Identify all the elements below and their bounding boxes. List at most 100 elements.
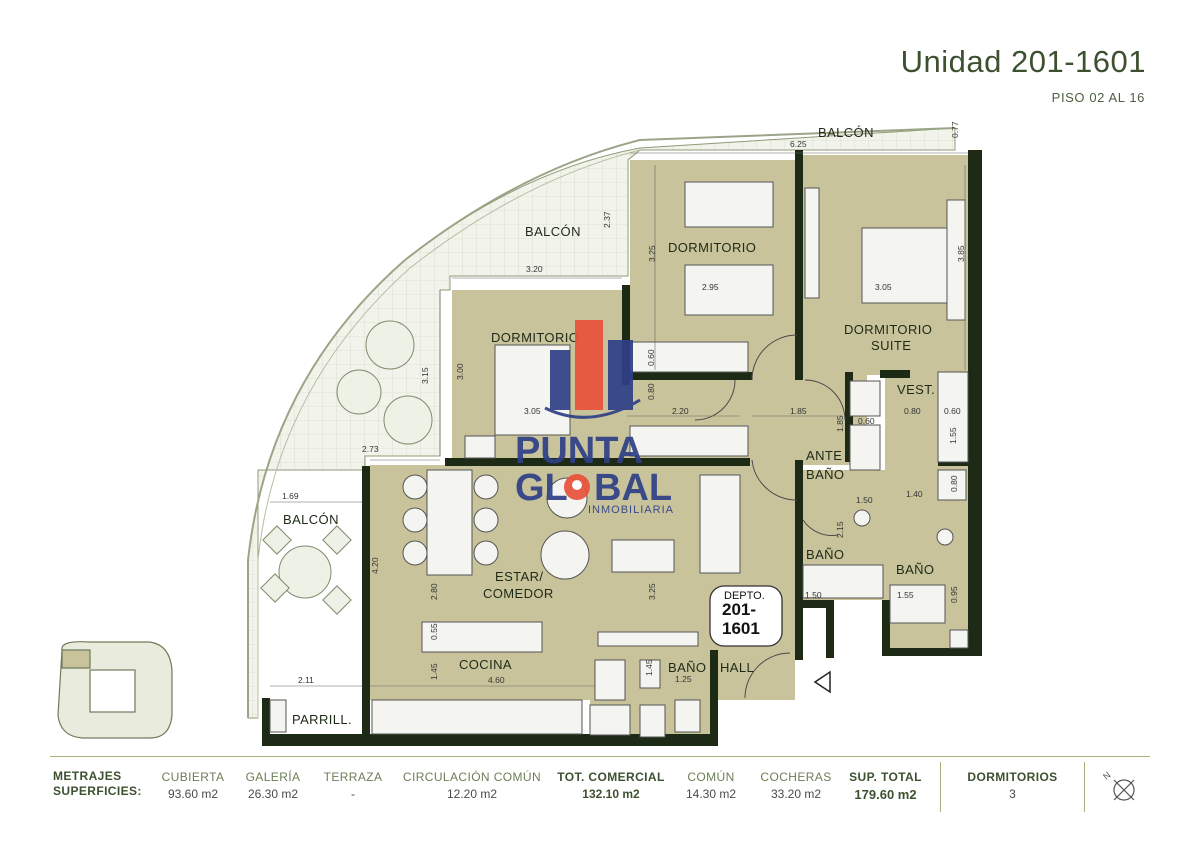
dim-0-80-b: 0.80 [904, 406, 921, 416]
dim-0-60-a: 0.60 [646, 349, 656, 366]
dim-3-15: 3.15 [420, 367, 430, 384]
dim-1-45-a: 1.45 [429, 663, 439, 680]
dim-0-55: 0.55 [429, 623, 439, 640]
footer-col-label: COMÚN [687, 770, 735, 784]
dim-1-85-a: 1.85 [790, 406, 807, 416]
footer-col-value: - [351, 787, 355, 801]
footer-divider [50, 756, 1150, 757]
dim-1-25: 1.25 [675, 674, 692, 684]
floor-plan: BALCÓN BALCÓN BALCÓN DORMITORIO DORMITOR… [57, 121, 982, 746]
north-label: N [1101, 770, 1112, 782]
footer-col-value: 93.60 m2 [167, 787, 219, 801]
label-balcon-top: BALCÓN [818, 125, 874, 140]
footer-col-label: CUBIERTA [161, 770, 225, 784]
dim-1-50-b: 1.50 [805, 590, 822, 600]
walls [262, 150, 982, 746]
dim-2-80: 2.80 [429, 583, 439, 600]
footer-col-sup-total: SUP. TOTAL 179.60 m2 [843, 769, 928, 803]
label-balcon-left: BALCÓN [283, 512, 339, 527]
footer-col-value: 179.60 m2 [854, 787, 917, 802]
label-hall: HALL [720, 660, 754, 675]
footer-col-value: 3 [1009, 787, 1016, 801]
label-dormitorio-suite-2: SUITE [871, 338, 911, 353]
dim-1-55-a: 1.55 [948, 427, 958, 444]
dim-2-15: 2.15 [835, 521, 845, 538]
watermark-line1: PUNTA [515, 430, 643, 472]
label-dormitorio-2: DORMITORIO [491, 330, 579, 345]
footer-separator [1084, 762, 1085, 812]
footer-col-value: 12.20 m2 [446, 787, 498, 801]
balcony-edge-inner [257, 149, 641, 718]
dim-2-73: 2.73 [362, 444, 379, 454]
footer-main-label: METRAJES SUPERFICIES: [53, 769, 142, 799]
footer-col-label: TERRAZA [323, 770, 383, 784]
dim-3-05-a: 3.05 [875, 282, 892, 292]
footer-col-value: 26.30 m2 [247, 787, 299, 801]
dim-0-77: 0.77 [950, 121, 960, 138]
dim-2-20: 2.20 [672, 406, 689, 416]
planters [260, 320, 433, 615]
door-swings [694, 334, 846, 699]
footer-col-label: COCHERAS [760, 770, 832, 784]
footer-col-label: DORMITORIOS [967, 770, 1058, 784]
dim-1-45-b: 1.45 [644, 659, 654, 676]
footer-col-value: 14.30 m2 [685, 787, 737, 801]
dim-3-85: 3.85 [956, 245, 966, 262]
footer-col-cubierta: CUBIERTA 93.60 m2 [158, 769, 228, 803]
footer-col-circulacion: CIRCULACIÓN COMÚN 12.20 m2 [398, 769, 546, 803]
depto-badge: DEPTO. 201- 1601 [709, 585, 783, 647]
dim-1-85-b: 1.85 [835, 415, 845, 432]
north-compass-icon: N [1101, 770, 1135, 801]
dim-3-20: 3.20 [526, 264, 543, 274]
label-balcon-mid: BALCÓN [525, 224, 581, 239]
footer-col-label: SUP. TOTAL [849, 770, 922, 784]
footer-separator [940, 762, 941, 812]
watermark-logo: PUNTA GL BAL INMOBILIARIA [515, 320, 674, 516]
label-estar-2: COMEDOR [483, 586, 554, 601]
dim-0-80-a: 0.80 [646, 383, 656, 400]
label-ante-1: ANTE [806, 448, 842, 463]
dim-4-20: 4.20 [370, 557, 380, 574]
footer-col-comun: COMÚN 14.30 m2 [675, 769, 747, 803]
dim-2-95: 2.95 [702, 282, 719, 292]
depto-label-3: 1601 [722, 619, 760, 638]
label-vest: VEST. [897, 382, 935, 397]
depto-label-2: 201- [722, 600, 756, 619]
footer-col-label: GALERÍA [245, 770, 301, 784]
footer-col-galeria: GALERÍA 26.30 m2 [238, 769, 308, 803]
label-ante-2: BAÑO [806, 467, 844, 482]
entrance-arrow [813, 670, 831, 694]
balcony-outer-edge [247, 127, 956, 718]
dim-1-55-b: 1.55 [897, 590, 914, 600]
footer-main-label-2: SUPERFICIES: [53, 784, 142, 798]
watermark-line2b: BAL [594, 467, 672, 509]
floor-range: PISO 02 AL 16 [1051, 90, 1145, 105]
label-dormitorio-1: DORMITORIO [668, 240, 756, 255]
footer-col-tot-comercial: TOT. COMERCIAL 132.10 m2 [555, 769, 667, 803]
depto-label-1: DEPTO. [724, 590, 765, 602]
label-dormitorio-suite-1: DORMITORIO [844, 322, 932, 337]
dim-0-80-c: 0.80 [949, 475, 959, 492]
dim-6-25: 6.25 [790, 139, 807, 149]
dim-0-60-c: 0.60 [944, 406, 961, 416]
label-bano-2: BAÑO [896, 562, 934, 577]
dim-3-25-b: 3.25 [647, 583, 657, 600]
watermark-line2a: GL [515, 467, 568, 509]
dim-3-25-a: 3.25 [647, 245, 657, 262]
dim-3-00: 3.00 [455, 363, 465, 380]
dim-2-37: 2.37 [602, 211, 612, 228]
site-thumbnail [57, 641, 173, 739]
label-parrill: PARRILL. [292, 712, 352, 727]
unit-title: Unidad 201-1601 [900, 44, 1146, 79]
footer-col-value: 132.10 m2 [582, 787, 640, 801]
label-cocina: COCINA [459, 657, 512, 672]
label-bano-3: BAÑO [668, 660, 706, 675]
footer-col-cocheras: COCHERAS 33.20 m2 [755, 769, 837, 803]
dim-1-40: 1.40 [906, 489, 923, 499]
footer-col-label: CIRCULACIÓN COMÚN [402, 770, 542, 784]
watermark-sub: INMOBILIARIA [588, 504, 674, 516]
dim-1-50-a: 1.50 [856, 495, 873, 505]
footer: METRAJES SUPERFICIES: CUBIERTA 93.60 m2 … [0, 756, 1200, 848]
dim-4-60: 4.60 [488, 675, 505, 685]
label-bano-1: BAÑO [806, 547, 844, 562]
